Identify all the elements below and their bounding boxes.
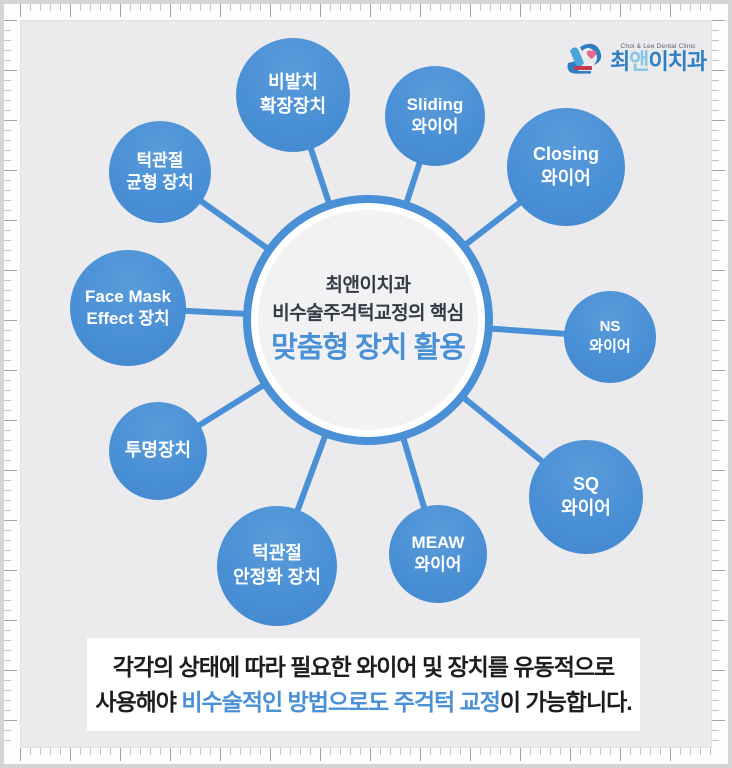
node-label: 턱관절 xyxy=(252,543,302,564)
clinic-logo-text: Choi & Lee Dental Clinic 최앤이치과 xyxy=(610,43,707,74)
hub-title-line1: 최앤이치과 xyxy=(325,275,411,297)
node-face-mask-effect-device: Face Mask Effect 장치 xyxy=(70,250,186,366)
node-tmj-balance-device: 턱관절 균형 장치 xyxy=(109,121,211,223)
node-label: 턱관절 xyxy=(136,150,184,170)
clinic-logo-icon xyxy=(567,43,602,74)
node-label: 와이어 xyxy=(589,338,631,355)
node-clear-device: 투명장치 xyxy=(109,402,207,500)
ruler-edge-left xyxy=(0,0,4,768)
node-label: 와이어 xyxy=(414,555,462,574)
node-label: 비발치 xyxy=(268,72,318,93)
ruler-edge-bottom xyxy=(0,764,732,768)
ruler-edge-right xyxy=(728,0,732,768)
node-label: 확장장치 xyxy=(259,96,327,116)
clinic-name-korean: 최앤이치과 xyxy=(610,49,707,74)
node-label: Face Mask xyxy=(85,286,171,306)
hub-title-line2: 비수술주걱턱교정의 핵심 xyxy=(272,302,464,324)
node-meaw-wire: MEAW 와이어 xyxy=(389,505,487,603)
node-label: 와이어 xyxy=(411,117,459,136)
node-closing-wire: Closing 와이어 xyxy=(507,108,625,226)
node-label: Closing xyxy=(533,144,599,165)
hub-title-highlight: 맞춤형 장치 활용 xyxy=(271,332,466,365)
node-label: NS xyxy=(599,318,621,336)
clinic-name-english: Choi & Lee Dental Clinic xyxy=(620,43,696,50)
footer-line2: 사용해야 비수술적인 방법으로도 주걱턱 교정이 가능합니다. xyxy=(95,688,632,715)
footer-highlight: 비수술적인 방법으로도 주걱턱 교정 xyxy=(181,688,501,715)
node-label: 투명장치 xyxy=(124,440,192,461)
node-ns-wire: NS 와이어 xyxy=(564,291,656,383)
footer-line1: 각각의 상태에 따라 필요한 와이어 및 장치를 유동적으로 xyxy=(112,654,615,680)
node-label: 안정화 장치 xyxy=(233,567,321,587)
node-label: SQ xyxy=(572,474,599,495)
node-label: 와이어 xyxy=(561,498,611,518)
node-non-extraction-expander: 비발치 확장장치 xyxy=(236,38,350,152)
node-tmj-stabilizing-device: 턱관절 안정화 장치 xyxy=(217,506,337,626)
node-label: 균형 장치 xyxy=(126,173,194,192)
hub-center: 최앤이치과 비수술주걱턱교정의 핵심 맞춤형 장치 활용 xyxy=(258,210,478,430)
footer-caption: 각각의 상태에 따라 필요한 와이어 및 장치를 유동적으로 사용해야 비수술적… xyxy=(87,638,640,731)
node-label: Effect 장치 xyxy=(86,309,170,328)
node-label: 와이어 xyxy=(541,168,591,188)
clinic-logo: Choi & Lee Dental Clinic 최앤이치과 xyxy=(560,36,715,80)
node-label: MEAW xyxy=(411,532,465,552)
node-label: Sliding xyxy=(406,94,464,114)
node-sliding-wire: Sliding 와이어 xyxy=(385,66,485,166)
ruler-edge-top xyxy=(0,0,732,4)
node-sq-wire: SQ 와이어 xyxy=(529,440,643,554)
